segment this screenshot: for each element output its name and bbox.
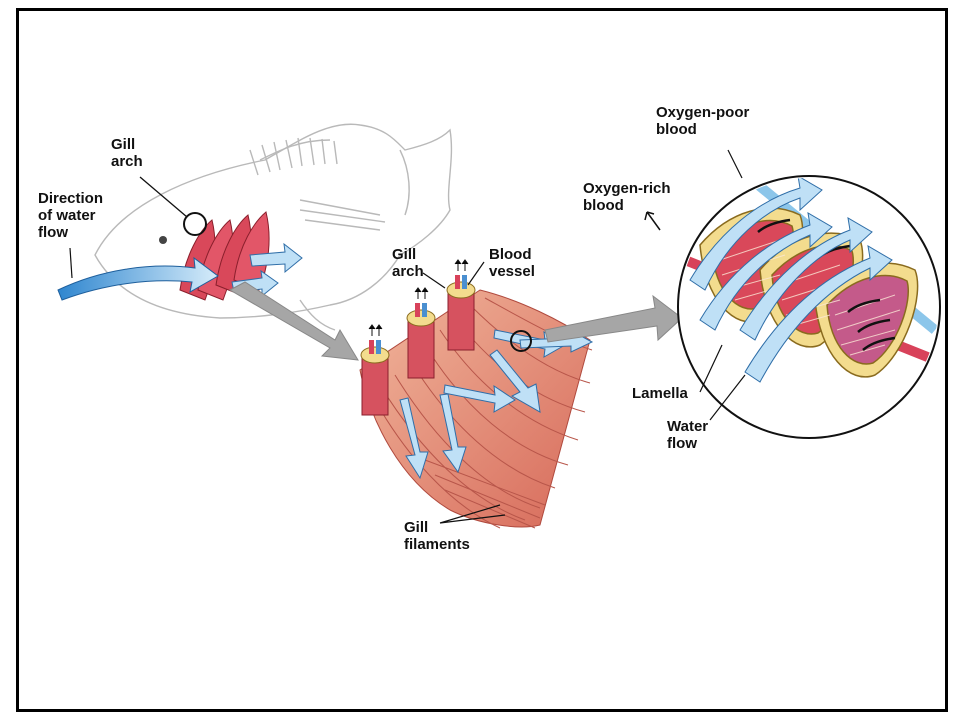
- oxygen-poor-vessel-arrow: [728, 150, 742, 178]
- label-lamella: Lamella: [632, 385, 688, 402]
- magnify-pointer-2: [545, 296, 682, 342]
- oxygen-rich-arrow: [645, 212, 660, 230]
- gill-arch-highlight-circle: [184, 213, 206, 235]
- lamella-magnified-view: [660, 170, 940, 438]
- gill-arch-pointer: [140, 177, 187, 217]
- water-direction-pointer: [70, 248, 72, 278]
- magnify-pointer-1: [230, 282, 358, 360]
- fish-eye: [159, 236, 167, 244]
- fish-body: [95, 124, 451, 330]
